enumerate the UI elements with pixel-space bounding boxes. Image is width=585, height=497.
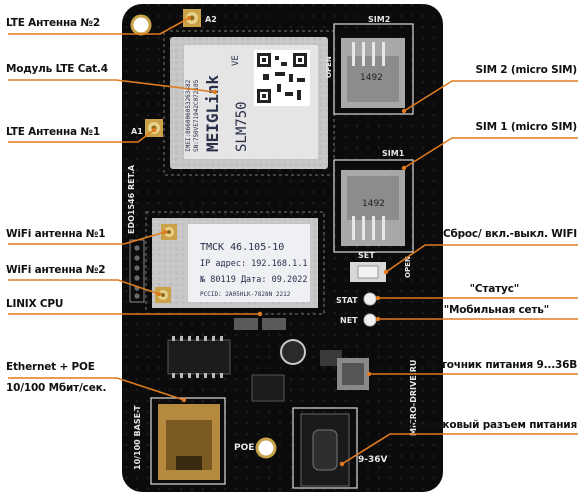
callout-wifi-antenna-1: WiFi антенна №1 (6, 228, 106, 240)
ethernet-transformer (167, 339, 231, 375)
module-imei: IMEI:866006053263482 (185, 79, 192, 152)
callout-connector: Штырьковый разъем питания (400, 419, 577, 431)
silk-net: NET (340, 316, 358, 325)
sticker-pcid: PCCID: 2A05HLK-7828N 2212 (200, 291, 291, 298)
silk-set: SET (358, 251, 375, 260)
silk-open-2: OPEN (325, 56, 333, 78)
module-suffix: VE (231, 55, 241, 66)
device-sticker (188, 224, 310, 302)
callout-wifi-antenna-2: WiFi антенна №2 (6, 264, 106, 276)
silk-sim2: SIM2 (368, 15, 390, 24)
network-led (363, 313, 377, 327)
silk-board-id: EDO1546 RET.A (127, 164, 136, 234)
sticker-ip: IP адрес: 192.168.1.1 (200, 259, 307, 269)
silk-a2: A2 (205, 15, 217, 24)
callout-ethernet-speed: 10/100 Мбит/сек. (6, 382, 107, 394)
silk-poe: POE (234, 443, 254, 453)
silk-vin: 9-36V (358, 455, 388, 465)
callout-cpu: LINIX CPU (6, 298, 64, 310)
silk-open-1: OPEN (404, 256, 412, 278)
sticker-serial: № 80119 Дата: 09.2022 (199, 275, 307, 285)
callout-lte-antenna-2: LTE Антенна №2 (6, 17, 100, 29)
power-jack (300, 413, 350, 487)
callout-ethernet: Ethernet + POE (6, 361, 95, 373)
callout-mobile: "Мобильная сеть" (443, 304, 549, 316)
status-led (363, 292, 377, 306)
callout-sim2: SIM 2 (micro SIM) (475, 64, 578, 76)
silk-website: MICRO-DRIVE.RU (409, 360, 418, 436)
leader-lines (8, 17, 578, 465)
callout-power: Источник питания 9...36В (426, 359, 577, 371)
sim2-number: 1492 (360, 73, 383, 83)
silk-stat: STAT (336, 296, 358, 305)
callout-lte-antenna-1: LTE Антенна №1 (6, 126, 100, 138)
silk-a1: A1 (131, 127, 143, 136)
silk-ethernet: 10/100 BASE-T (133, 405, 142, 470)
module-brand: MEIGLink (203, 75, 222, 152)
callout-reset: Сброс/ вкл.-выкл. WIFI (442, 228, 577, 240)
sticker-title: ТМСК 46.105-10 (200, 242, 284, 253)
silk-sim1: SIM1 (382, 149, 405, 158)
callout-status: "Статус" (469, 283, 520, 295)
callout-sim1: SIM 1 (micro SIM) (475, 121, 578, 133)
callout-lte-module: Модуль LTE Cat.4 (6, 63, 108, 75)
module-model: SLM750 (234, 101, 250, 152)
module-sn: SN:750VE71942C072105 (193, 79, 200, 152)
sim1-number: 1492 (362, 199, 385, 209)
